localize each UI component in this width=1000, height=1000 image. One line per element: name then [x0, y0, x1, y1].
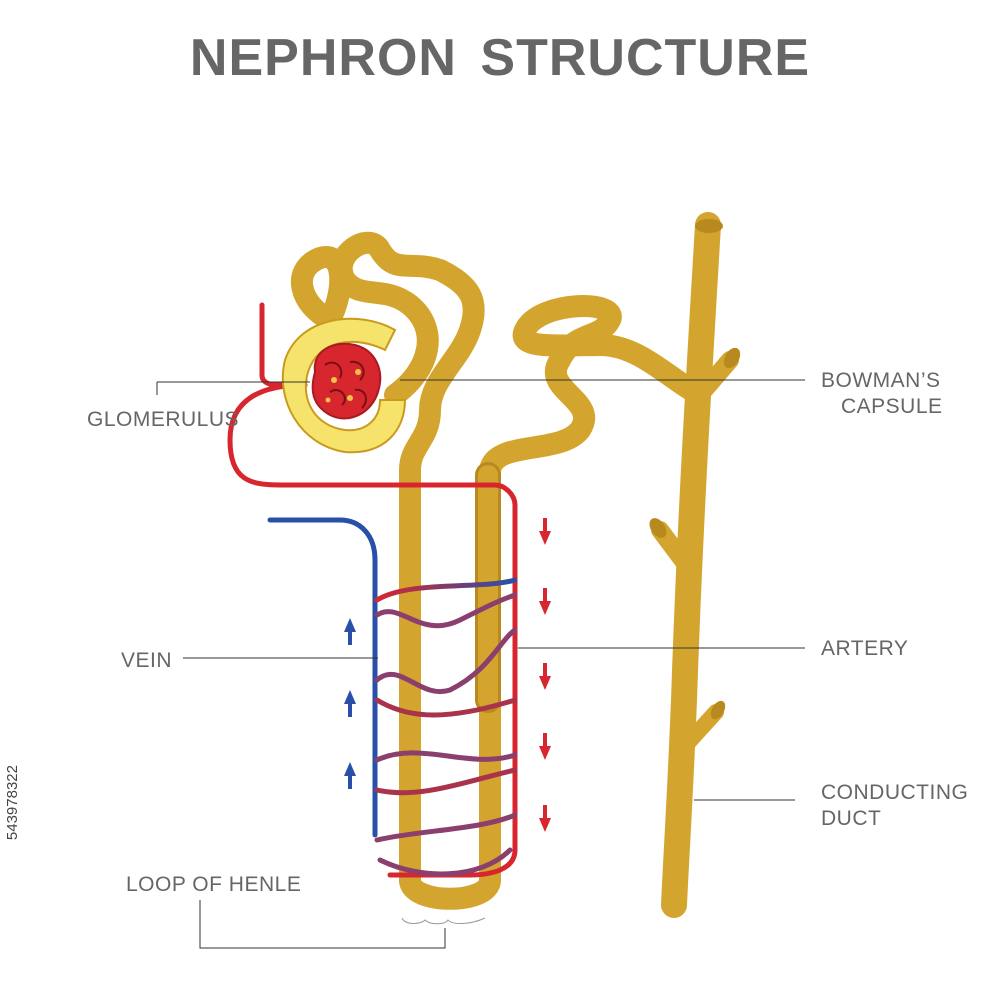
capillary-network: [374, 577, 518, 877]
bowmans-capsule-shape: [281, 317, 407, 454]
glomerulus-shape: [311, 342, 382, 420]
bowmans-capsule-label-line2: CAPSULE: [841, 395, 943, 418]
glomerulus-label: GLOMERULUS: [87, 408, 240, 431]
page-title: NEPHRON STRUCTURE: [189, 29, 811, 87]
vein-vessels: [267, 517, 378, 838]
conducting-duct-shape: [649, 212, 741, 918]
stock-id-text: 543978322: [4, 765, 21, 841]
conducting-duct-label-line1: CONDUCTING: [821, 781, 969, 804]
vein-label: VEIN: [121, 649, 173, 672]
bowmans-capsule-label-line1: BOWMAN’S: [821, 369, 941, 392]
renal-tubule-shape: [291, 231, 711, 910]
leader-lines: [156, 379, 805, 949]
artery-flow-arrows: [539, 518, 551, 832]
artery-label: ARTERY: [821, 637, 909, 660]
loop-of-henle-label: LOOP OF HENLE: [126, 873, 302, 896]
vein-flow-arrows: [344, 618, 356, 789]
conducting-duct-label-line2: DUCT: [821, 807, 882, 830]
